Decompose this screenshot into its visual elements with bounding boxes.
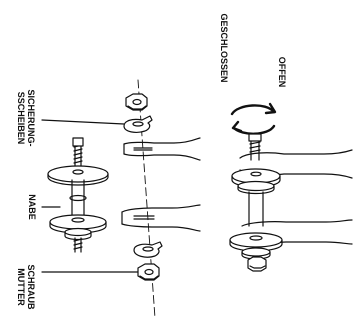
right-bottom-nut [247, 256, 267, 272]
leader-sicherungsscheiben [41, 119, 125, 125]
centre-axis [137, 79, 156, 319]
left-bottom-thread [73, 237, 83, 253]
lower-fork-arm [121, 204, 201, 232]
top-lock-washer [123, 115, 153, 133]
left-upper-disc [47, 165, 109, 186]
label-sicherungsscheiben: SICHERUNG- SSCHEIBEN [16, 89, 36, 147]
label-offen: OFFEN [277, 56, 287, 88]
right-lower-disc [229, 232, 283, 260]
left-bolt [72, 137, 84, 169]
bottom-nut [137, 263, 160, 281]
nabe-shaft [69, 179, 87, 219]
right-upper-disc [231, 168, 281, 195]
right-shaft [248, 191, 264, 227]
right-top-stub [248, 133, 262, 161]
label-geschlossen: GESCHLOSSEN [219, 13, 229, 83]
label-nabe: NABE [27, 194, 37, 220]
top-nut [125, 93, 148, 111]
rotate-arrows-icon [230, 102, 277, 135]
label-schraubmutter: SCHRAUB MUTTER [16, 264, 36, 310]
bottom-lock-washer [133, 241, 163, 258]
left-lower-disc [49, 214, 107, 241]
upper-fork-arm [123, 137, 201, 161]
